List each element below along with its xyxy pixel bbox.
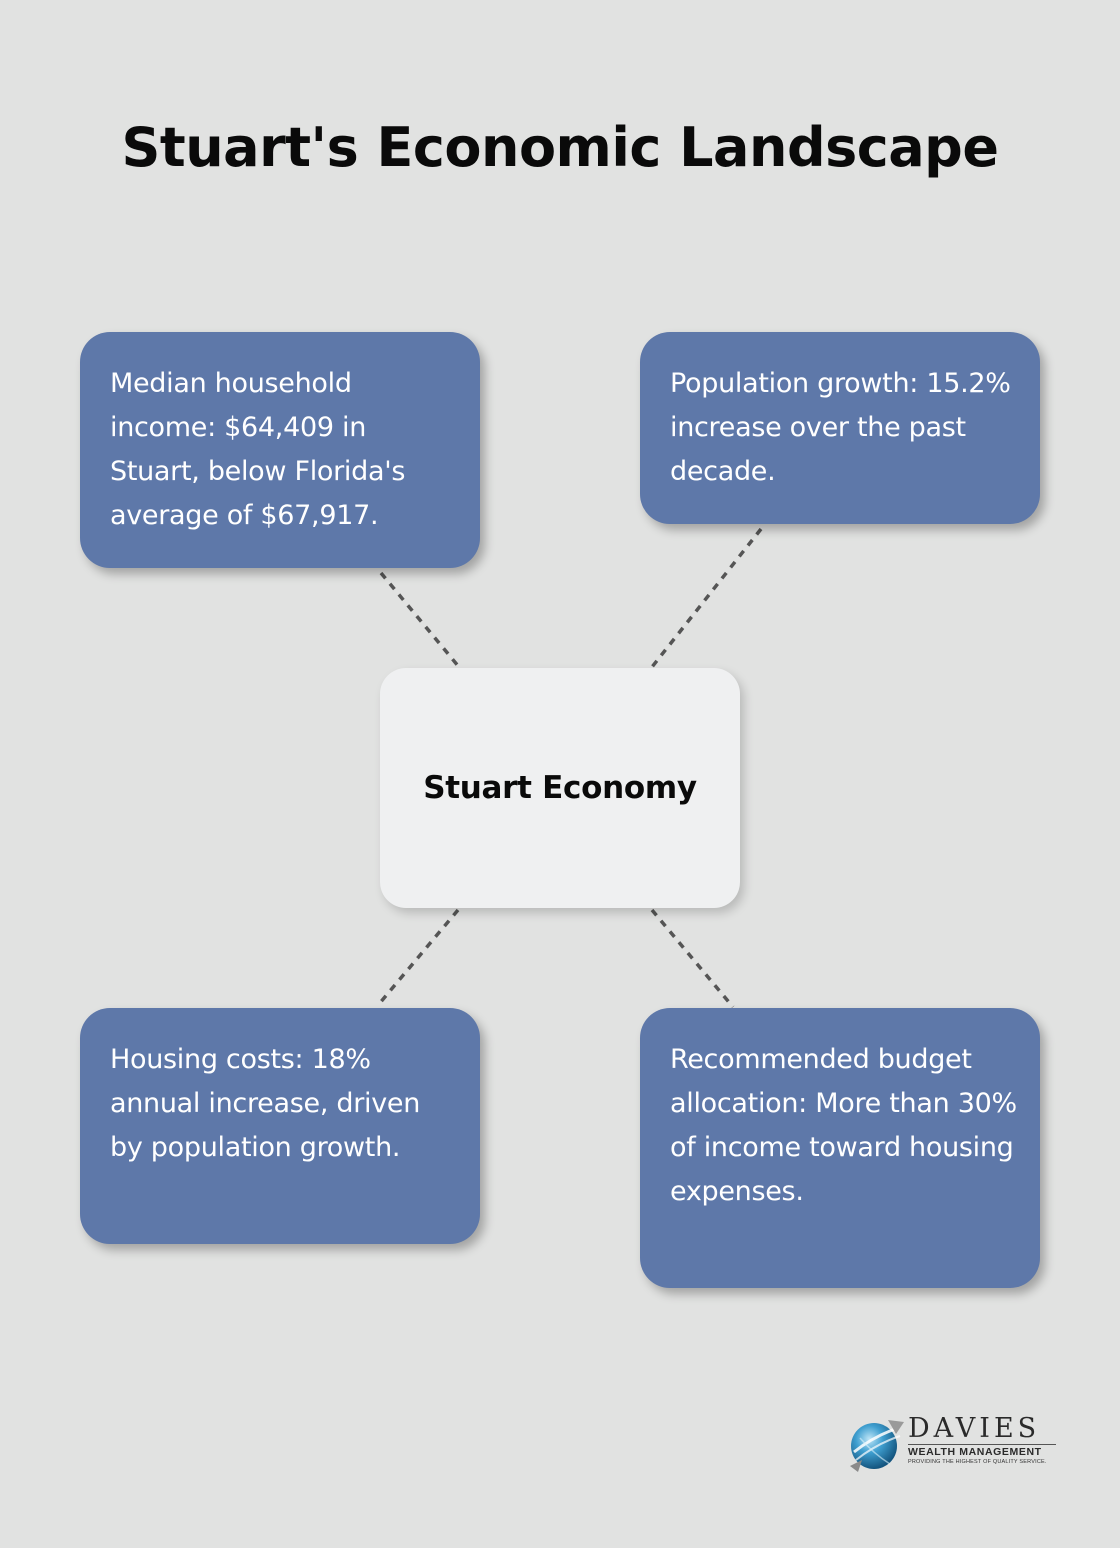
company-logo: DAVIES WEALTH MANAGEMENT PROVIDING THE H… bbox=[846, 1414, 1056, 1474]
node-budget-allocation: Recommended budget allocation: More than… bbox=[640, 1008, 1040, 1288]
connector-bottom-right bbox=[650, 908, 735, 1009]
node-median-income: Median household income: $64,409 in Stua… bbox=[80, 332, 480, 568]
node-budget-allocation-text: Recommended budget allocation: More than… bbox=[670, 1044, 1017, 1207]
logo-wordmark: DAVIES WEALTH MANAGEMENT PROVIDING THE H… bbox=[908, 1414, 1056, 1466]
page-title: Stuart's Economic Landscape bbox=[121, 116, 999, 179]
node-housing-costs: Housing costs: 18% annual increase, driv… bbox=[80, 1008, 480, 1244]
node-population-growth: Population growth: 15.2% increase over t… bbox=[640, 332, 1040, 524]
globe-icon bbox=[850, 1420, 904, 1472]
center-node: Stuart Economy bbox=[380, 668, 740, 908]
connector-bottom-left bbox=[377, 908, 460, 1006]
node-housing-costs-text: Housing costs: 18% annual increase, driv… bbox=[110, 1044, 421, 1163]
logo-subtitle: WEALTH MANAGEMENT bbox=[908, 1444, 1056, 1458]
node-median-income-text: Median household income: $64,409 in Stua… bbox=[110, 368, 406, 531]
node-population-growth-text: Population growth: 15.2% increase over t… bbox=[670, 368, 1011, 487]
connector-top-left bbox=[379, 571, 461, 669]
logo-name: DAVIES bbox=[908, 1413, 1041, 1444]
connector-top-right bbox=[650, 527, 763, 669]
logo-tagline: PROVIDING THE HIGHEST OF QUALITY SERVICE… bbox=[908, 1459, 1047, 1465]
center-node-label: Stuart Economy bbox=[423, 770, 697, 806]
